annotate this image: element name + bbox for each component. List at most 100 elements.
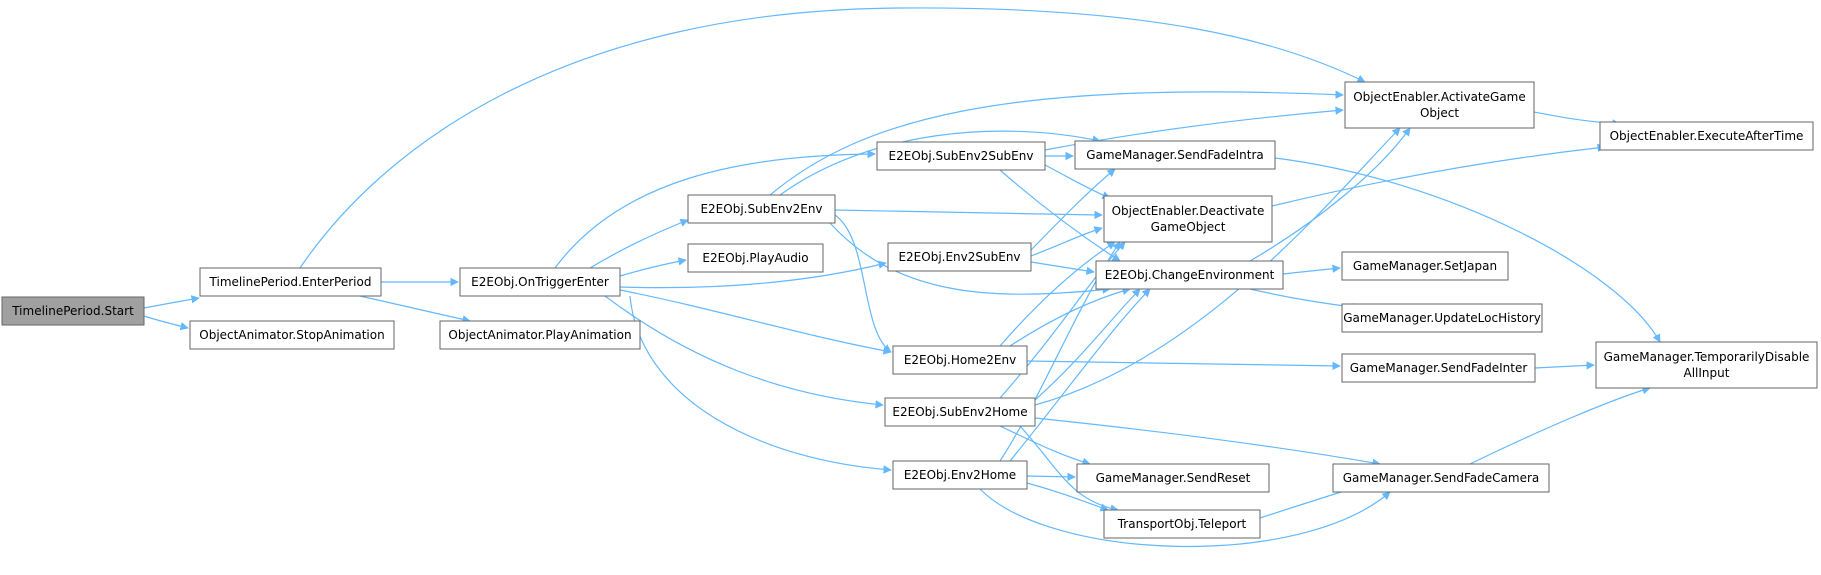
edge-n9-n14 xyxy=(999,241,1116,347)
node-label: E2EObj.Env2SubEnv xyxy=(898,250,1020,264)
node-box[interactable] xyxy=(1341,251,1509,281)
graph-node[interactable]: E2EObj.SubEnv2SubEnv xyxy=(876,141,1046,171)
node-label: E2EObj.SubEnv2SubEnv xyxy=(889,149,1034,163)
node-label: TimelinePeriod.EnterPeriod xyxy=(209,275,372,289)
edge-n9-n18 xyxy=(1026,360,1341,371)
node-box[interactable] xyxy=(1076,463,1270,493)
edge-n3-n8 xyxy=(619,260,887,289)
node-box[interactable] xyxy=(199,267,382,297)
node-box[interactable] xyxy=(876,141,1046,171)
node-box[interactable] xyxy=(1599,121,1814,151)
node-label: ObjectEnabler.Deactivate xyxy=(1112,204,1265,218)
edge-n8-n13 xyxy=(1030,168,1116,251)
node-box[interactable] xyxy=(459,267,621,297)
node-box[interactable] xyxy=(1095,260,1284,290)
graph-node[interactable]: GameManager.SendFadeIntra xyxy=(1074,140,1276,170)
node-box[interactable] xyxy=(1595,341,1818,389)
node-label: TransportObj.Teleport xyxy=(1117,517,1247,531)
edge-n3-n5 xyxy=(589,218,689,269)
edge-n21-n23 xyxy=(1469,386,1651,465)
node-label: ObjectAnimator.StopAnimation xyxy=(199,328,384,342)
graph-node[interactable]: ObjectEnabler.ExecuteAfterTime xyxy=(1599,121,1814,151)
node-box[interactable] xyxy=(687,243,824,273)
graph-node[interactable]: E2EObj.PlayAudio xyxy=(687,243,824,273)
node-label: TimelinePeriod.Start xyxy=(11,304,134,318)
node-label: E2EObj.Home2Env xyxy=(904,353,1016,367)
edge-n3-n10 xyxy=(604,295,884,409)
graph-node[interactable]: ObjectAnimator.PlayAnimation xyxy=(439,320,641,350)
edge-n13-n23 xyxy=(1274,157,1661,343)
node-box[interactable] xyxy=(892,460,1028,490)
node-box[interactable] xyxy=(1074,140,1276,170)
edge-n14-n22 xyxy=(1271,143,1606,207)
graph-node[interactable]: TimelinePeriod.Start xyxy=(1,296,145,326)
graph-node[interactable]: E2EObj.Env2Home xyxy=(892,460,1028,490)
graph-node[interactable]: ObjectAnimator.StopAnimation xyxy=(189,320,395,350)
graph-node[interactable]: GameManager.UpdateLocHistory xyxy=(1341,303,1543,333)
node-label: E2EObj.SubEnv2Home xyxy=(892,405,1027,419)
edge-n5-n15 xyxy=(829,222,1111,295)
node-box[interactable] xyxy=(1341,303,1543,333)
graph-node[interactable]: E2EObj.Home2Env xyxy=(892,345,1028,375)
edge-n11-n15 xyxy=(1009,288,1151,462)
edge-n7-n15 xyxy=(999,169,1121,262)
edge-n10-n19 xyxy=(999,425,1091,466)
node-label: ObjectEnabler.ActivateGame xyxy=(1353,90,1526,104)
edge-n5-n9 xyxy=(834,214,892,353)
graph-node[interactable]: E2EObj.SubEnv2Home xyxy=(884,397,1036,427)
node-box[interactable] xyxy=(1,296,145,326)
graph-node[interactable]: E2EObj.Env2SubEnv xyxy=(887,242,1032,272)
graph-node[interactable]: GameManager.SendReset xyxy=(1076,463,1270,493)
graph-node[interactable]: E2EObj.ChangeEnvironment xyxy=(1095,260,1284,290)
node-box[interactable] xyxy=(1344,81,1535,129)
node-box[interactable] xyxy=(1332,463,1550,493)
graph-node[interactable]: TimelinePeriod.EnterPeriod xyxy=(199,267,382,297)
node-label: GameManager.UpdateLocHistory xyxy=(1343,311,1541,325)
node-box[interactable] xyxy=(1103,509,1261,539)
node-label: GameManager.SendFadeIntra xyxy=(1086,148,1264,162)
edge-n10-n15 xyxy=(1034,288,1141,401)
edge-n1-n12 xyxy=(299,7,1366,269)
edge-n8-n15 xyxy=(1030,261,1095,275)
node-box[interactable] xyxy=(892,345,1028,375)
edge-n10-n21 xyxy=(1034,417,1381,467)
edge-n9-n15 xyxy=(1009,286,1131,347)
edge-n5-n12 xyxy=(769,90,1344,196)
graph-node[interactable]: GameManager.SetJapan xyxy=(1341,251,1509,281)
node-box[interactable] xyxy=(189,320,395,350)
node-box[interactable] xyxy=(687,194,836,224)
node-label: GameManager.SendFadeInter xyxy=(1350,361,1528,375)
graph-node[interactable]: E2EObj.OnTriggerEnter xyxy=(459,267,621,297)
edge-n11-n20 xyxy=(1026,482,1109,512)
graph-node[interactable]: TransportObj.Teleport xyxy=(1103,509,1261,539)
node-label: E2EObj.SubEnv2Env xyxy=(700,202,822,216)
edge-n0-n2 xyxy=(143,315,189,331)
edge-n18-n23 xyxy=(1534,361,1595,370)
edge-n3-n9 xyxy=(619,289,892,355)
graph-node[interactable]: GameManager.SendFadeInter xyxy=(1341,353,1536,383)
node-label: ObjectAnimator.PlayAnimation xyxy=(448,328,631,342)
edge-n15-n12 xyxy=(1249,127,1411,262)
node-label: E2EObj.ChangeEnvironment xyxy=(1105,268,1275,282)
node-box[interactable] xyxy=(439,320,641,350)
node-label: E2EObj.OnTriggerEnter xyxy=(471,275,609,289)
edge-n3-n6 xyxy=(619,257,687,277)
node-label: AllInput xyxy=(1684,366,1730,380)
node-label: GameManager.SendReset xyxy=(1096,471,1251,485)
node-label: ObjectEnabler.ExecuteAfterTime xyxy=(1610,129,1804,143)
graph-node[interactable]: E2EObj.SubEnv2Env xyxy=(687,194,836,224)
edge-n5-n13 xyxy=(779,130,1101,196)
node-box[interactable] xyxy=(887,242,1032,272)
node-label: GameObject xyxy=(1151,220,1226,234)
edge-n8-n14 xyxy=(1030,226,1103,257)
node-box[interactable] xyxy=(1103,195,1273,243)
edge-n5-n14 xyxy=(834,209,1103,220)
node-box[interactable] xyxy=(884,397,1036,427)
node-box[interactable] xyxy=(1341,353,1536,383)
node-label: GameManager.SetJapan xyxy=(1353,259,1497,273)
graph-node[interactable]: GameManager.SendFadeCamera xyxy=(1332,463,1550,493)
